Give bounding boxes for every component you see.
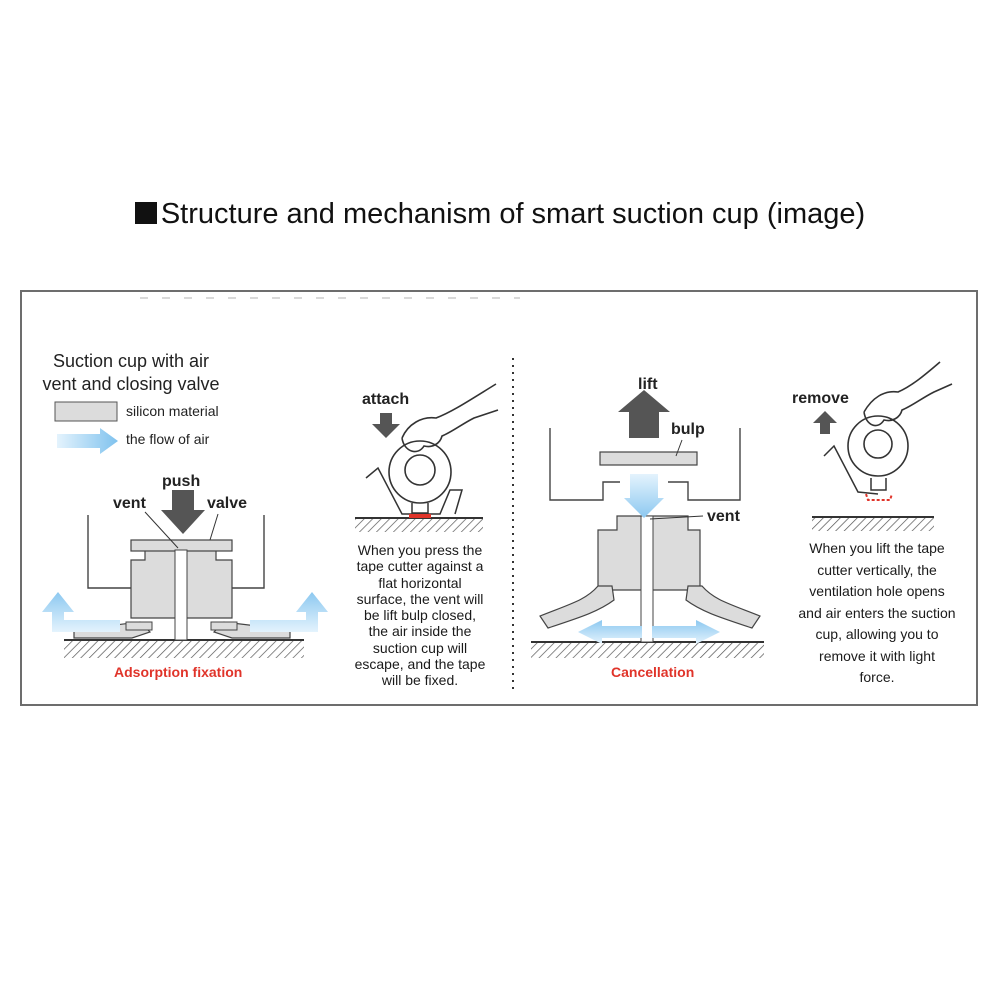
attach-desc-line: surface, the vent will <box>356 590 484 607</box>
remove-label: remove <box>792 390 849 407</box>
legend-air-arrow-icon <box>57 428 118 454</box>
push-label: push <box>162 473 201 490</box>
cancellation-air-arrow-down <box>624 474 664 518</box>
fixation-diagram <box>64 490 304 658</box>
bulp-label: bulp <box>671 421 705 438</box>
attach-desc-line: will be fixed. <box>381 672 459 689</box>
attach-desc-line: suction cup will <box>372 639 468 656</box>
attach-label: attach <box>362 391 410 408</box>
cancellation-diagram <box>531 390 764 658</box>
legend-silicon-swatch <box>54 401 118 422</box>
cancellation-air-arrow-right <box>652 620 720 644</box>
adsorption-fixation-caption: Adsorption fixation <box>114 664 243 680</box>
remove-desc-line: cutter vertically, the <box>817 561 937 578</box>
legend-title-line-1: Suction cup with air <box>52 351 210 371</box>
lift-label: lift <box>638 376 658 393</box>
attach-description: When you press the tape cutter against a… <box>325 542 515 689</box>
fixation-vent-label: vent <box>113 495 146 512</box>
remove-desc-line: cup, allowing you to <box>815 626 939 642</box>
attach-desc-line: be lift bulp closed, <box>363 607 477 624</box>
cancellation-vent-label: vent <box>707 508 740 525</box>
remove-desc-line: ventilation hole opens <box>809 583 945 599</box>
title-text: Structure and mechanism of smart suction… <box>160 198 866 230</box>
remove-desc-line: and air enters the suction <box>798 604 956 621</box>
legend-airflow-label: the flow of air <box>126 431 210 447</box>
attach-desc-line: tape cutter against a <box>356 558 484 575</box>
cancellation-air-arrow-left <box>578 620 642 644</box>
legend-title: Suction cup with air vent and closing va… <box>30 350 232 396</box>
title-bullet-square <box>134 202 157 224</box>
attach-desc-line: When you press the <box>357 542 483 558</box>
attach-desc-line: escape, and the tape <box>354 656 486 673</box>
cancellation-caption: Cancellation <box>611 664 695 680</box>
fixation-air-arrow-right <box>250 592 328 632</box>
remove-description: When you lift the tape cutter vertically… <box>783 538 971 689</box>
legend-silicon-label: silicon material <box>126 403 219 419</box>
legend-title-line-2: vent and closing valve <box>42 374 220 394</box>
attach-desc-line: flat horizontal <box>378 574 462 591</box>
attach-diagram <box>355 383 499 532</box>
valve-label: valve <box>207 495 248 512</box>
remove-desc-line: remove it with light <box>819 647 935 664</box>
remove-diagram <box>812 361 953 531</box>
page-title: Structure and mechanism of smart suction… <box>0 198 1000 231</box>
remove-desc-line: When you lift the tape <box>809 540 945 556</box>
remove-desc-line: force. <box>859 669 895 685</box>
fixation-air-arrow-left <box>42 592 120 632</box>
attach-desc-line: the air inside the <box>368 623 472 640</box>
